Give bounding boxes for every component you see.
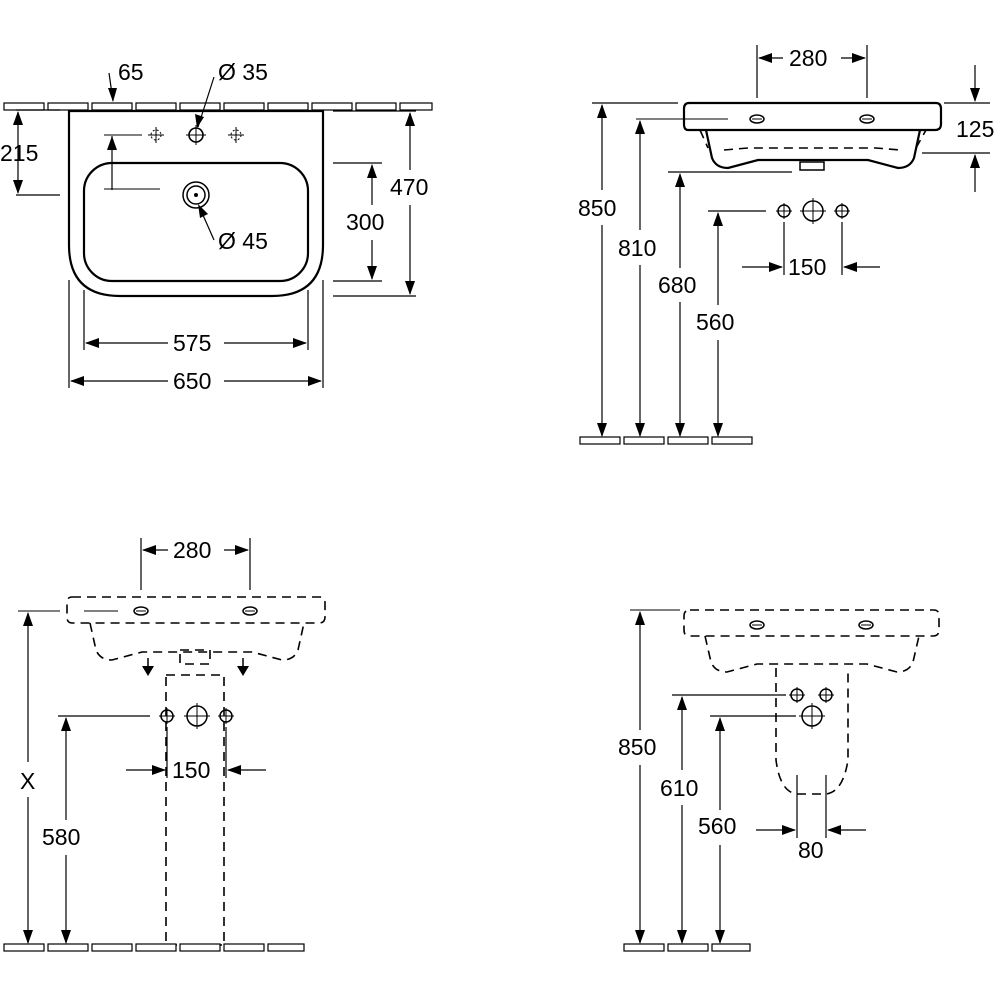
basin-side-outline: [66, 596, 326, 624]
waste-outlet-icon: [800, 198, 826, 224]
wall-tiles: [3, 102, 433, 111]
top-view: 65 Ø 35 Ø 45 215 300 470: [0, 59, 433, 394]
floor-tiles: [623, 943, 751, 952]
dim-diameter-35: Ø 35: [218, 59, 268, 85]
tap-hole-left-icon: [749, 620, 765, 630]
dim-850: 850: [578, 195, 616, 221]
drain-icon: [182, 181, 210, 209]
dim-x: X: [20, 768, 35, 794]
water-supply-right-icon: [834, 203, 850, 219]
tap-hole-left-icon: [133, 606, 149, 616]
basin-side-outline: [683, 609, 940, 637]
arrow-down-left-icon: [142, 658, 154, 676]
tap-hole-icon: [186, 125, 206, 145]
side-view: 280 125 850 810 680 560: [578, 45, 994, 445]
dim-850: 850: [618, 734, 656, 760]
arrow-down-right-icon: [237, 658, 249, 676]
waste-outlet-icon: [184, 703, 210, 729]
dim-280: 280: [789, 45, 827, 71]
dim-150: 150: [172, 757, 210, 783]
dim-650: 650: [173, 368, 211, 394]
pedestal-view: 280 150 X: [3, 537, 326, 952]
basin-outline: [67, 109, 325, 298]
semi-pedestal: [775, 668, 849, 795]
dim-65: 65: [118, 59, 144, 85]
water-supply-right-icon: [818, 687, 834, 703]
optional-tap-hole-left-icon: [148, 127, 164, 143]
semi-pedestal-view: 850 610 560 80: [618, 609, 940, 952]
dim-80: 80: [798, 837, 824, 863]
tap-hole-right-icon: [858, 620, 874, 630]
tap-hole-left-icon: [749, 114, 765, 124]
dim-470: 470: [390, 174, 428, 200]
dim-215: 215: [0, 140, 38, 166]
dim-680: 680: [658, 272, 696, 298]
dim-610: 610: [660, 775, 698, 801]
dim-560: 560: [696, 309, 734, 335]
waste-outlet-icon: [799, 703, 825, 729]
dim-125: 125: [956, 116, 994, 142]
basin-side-outline: [682, 101, 943, 132]
optional-tap-hole-right-icon: [228, 127, 244, 143]
dim-300: 300: [346, 209, 384, 235]
tap-hole-right-icon: [859, 114, 875, 124]
water-supply-left-icon: [776, 203, 792, 219]
dim-280: 280: [173, 537, 211, 563]
dim-150: 150: [788, 254, 826, 280]
dim-560: 560: [698, 813, 736, 839]
basin-bowl: [82, 161, 310, 283]
floor-tiles: [3, 943, 305, 952]
water-supply-left-icon: [789, 687, 805, 703]
water-supply-left-icon: [159, 708, 175, 724]
water-supply-right-icon: [218, 708, 234, 724]
dim-575: 575: [173, 330, 211, 356]
floor-tiles: [579, 436, 753, 445]
dim-810: 810: [618, 235, 656, 261]
dim-diameter-45: Ø 45: [218, 228, 268, 254]
dim-580: 580: [42, 824, 80, 850]
tap-hole-right-icon: [242, 606, 258, 616]
